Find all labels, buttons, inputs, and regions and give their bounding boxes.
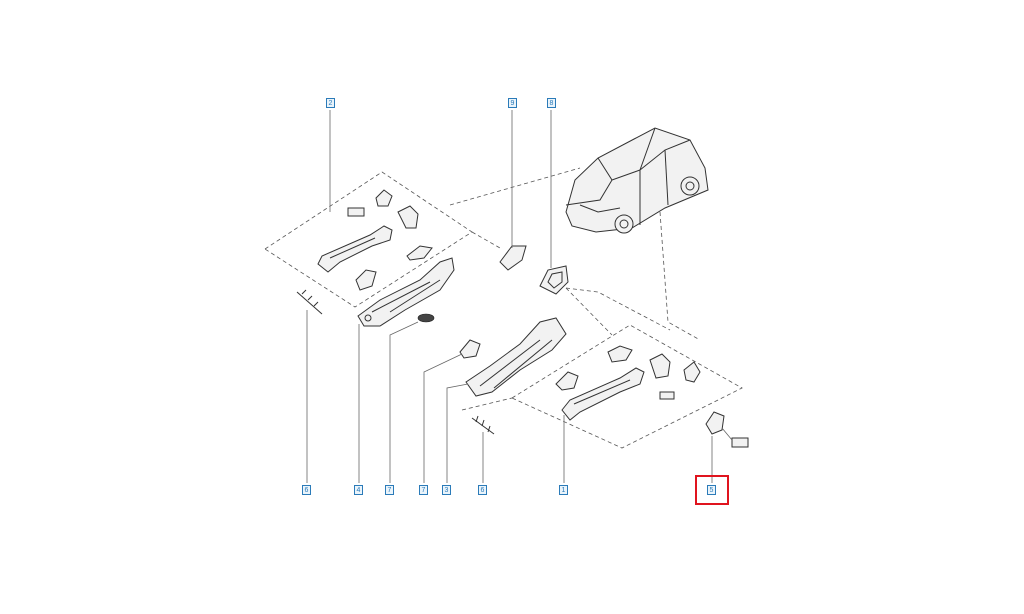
front-seal bbox=[406, 245, 433, 261]
car-illustration bbox=[565, 127, 709, 234]
rear-handle-cap bbox=[555, 371, 579, 391]
front-handle-cap bbox=[355, 269, 377, 291]
callout-7b[interactable]: 7 bbox=[419, 485, 428, 495]
part3-link bbox=[565, 287, 613, 336]
rear-lock-barrel bbox=[649, 353, 671, 379]
left-screw bbox=[296, 291, 323, 315]
leader-3 bbox=[446, 383, 469, 483]
callout-1[interactable]: 1 bbox=[559, 485, 568, 495]
callout-9[interactable]: 9 bbox=[508, 98, 517, 108]
callout-2[interactable]: 2 bbox=[326, 98, 335, 108]
frame-link-9 bbox=[471, 231, 501, 249]
leader-7 bbox=[389, 321, 419, 483]
rear-seal bbox=[683, 361, 701, 383]
rear-insert bbox=[659, 391, 675, 400]
rear-cap bbox=[459, 339, 481, 359]
callout-6b[interactable]: 6 bbox=[478, 485, 487, 495]
part8-link bbox=[565, 287, 671, 331]
callout-8[interactable]: 8 bbox=[547, 98, 556, 108]
front-lock-barrel bbox=[397, 205, 419, 229]
part-5-insert bbox=[731, 437, 749, 448]
callout-7[interactable]: 7 bbox=[385, 485, 394, 495]
front-handle bbox=[317, 225, 393, 273]
car-to-rear-link bbox=[659, 211, 701, 341]
rear-handle bbox=[561, 367, 645, 421]
rear-bracket bbox=[465, 317, 567, 397]
callout-5[interactable]: 5 bbox=[707, 485, 716, 495]
frame-link-lower bbox=[461, 397, 513, 411]
part-5-cover bbox=[705, 411, 725, 435]
front-bracket bbox=[357, 257, 455, 327]
callout-6[interactable]: 6 bbox=[302, 485, 311, 495]
frame-part-8 bbox=[539, 265, 569, 295]
front-insert bbox=[347, 207, 365, 217]
car-to-front-link bbox=[449, 167, 581, 206]
rear-handle-frame bbox=[511, 324, 743, 449]
callout-4[interactable]: 4 bbox=[354, 485, 363, 495]
rear-screw bbox=[471, 417, 495, 435]
seal-part-9 bbox=[499, 245, 527, 271]
leader-7b bbox=[423, 353, 463, 483]
rear-clip bbox=[607, 345, 633, 363]
front-clip bbox=[375, 189, 393, 207]
selected-part-highlight bbox=[695, 475, 729, 505]
front-gasket bbox=[417, 313, 435, 323]
callout-3[interactable]: 3 bbox=[442, 485, 451, 495]
